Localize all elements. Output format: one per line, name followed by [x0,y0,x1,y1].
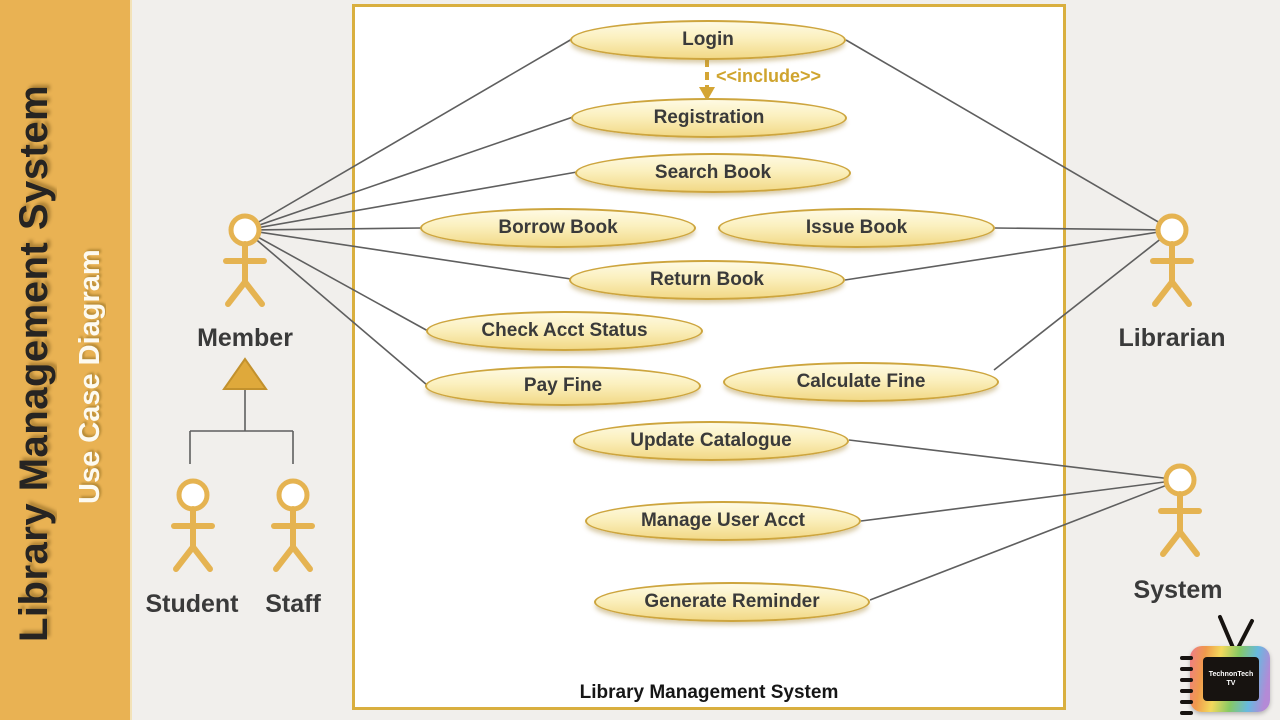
actor-librarian-icon [1150,213,1194,307]
use-case-search-book-label: Search Book [654,162,772,183]
tv-logo: TechnonTech TV [1178,614,1274,720]
use-case-manage-user-acct-label: Manage User Acct [640,510,806,531]
actor-system-icon [1158,463,1202,557]
use-case-calculate-fine: Calculate Fine [723,362,999,402]
use-case-registration: Registration [571,98,847,138]
use-case-registration-label: Registration [653,107,765,128]
use-case-issue-book: Issue Book [718,208,995,248]
use-case-search-book: Search Book [575,153,851,193]
diagram-caption: Library Management System [579,682,839,703]
actor-staff-icon [271,478,315,572]
use-case-generate-reminder-label: Generate Reminder [644,591,820,612]
tv-antenna-icon [1218,615,1254,652]
include-label: <<include>> [716,66,822,86]
actor-student-label: Student [145,590,239,618]
use-case-update-catalogue: Update Catalogue [573,421,849,461]
tv-side-bar [1180,689,1193,693]
use-case-manage-user-acct: Manage User Acct [585,501,861,541]
tv-side-bar [1180,700,1193,704]
actor-system-label: System [1133,576,1223,604]
actor-student-icon [171,478,215,572]
use-case-borrow-book: Borrow Book [420,208,696,248]
tv-logo-text-line2: TV [1226,680,1236,687]
actor-member-icon [223,213,267,307]
tv-side-bar [1180,667,1193,671]
sidebar-subtitle: Use Case Diagram [74,249,106,504]
use-case-pay-fine-label: Pay Fine [523,375,603,396]
tv-logo-text-line1: TechnonTech [1208,671,1254,678]
use-case-issue-book-label: Issue Book [805,217,908,238]
actor-staff-label: Staff [265,590,321,618]
use-case-return-book-label: Return Book [650,269,764,290]
use-case-check-acct-status-label: Check Acct Status [481,320,648,341]
actor-librarian-label: Librarian [1118,324,1226,352]
use-case-calculate-fine-label: Calculate Fine [796,371,926,392]
sidebar: Library Management System Use Case Diagr… [0,0,132,720]
tv-side-bar [1180,711,1193,715]
tv-side-bar [1180,678,1193,682]
use-case-update-catalogue-label: Update Catalogue [630,430,792,451]
tv-body: TechnonTech TV [1190,646,1270,712]
use-case-login-label: Login [682,29,734,50]
tv-screen: TechnonTech TV [1203,657,1259,701]
use-case-borrow-book-label: Borrow Book [498,217,618,238]
use-case-generate-reminder: Generate Reminder [594,582,870,622]
sidebar-title: Library Management System [12,84,56,642]
generalization-arrow-icon [222,357,268,390]
tv-side-bar [1180,656,1193,660]
use-case-login: Login [570,20,846,60]
use-case-pay-fine: Pay Fine [425,366,701,406]
use-case-check-acct-status: Check Acct Status [426,311,703,351]
actor-member-label: Member [197,324,293,352]
use-case-return-book: Return Book [569,260,845,300]
